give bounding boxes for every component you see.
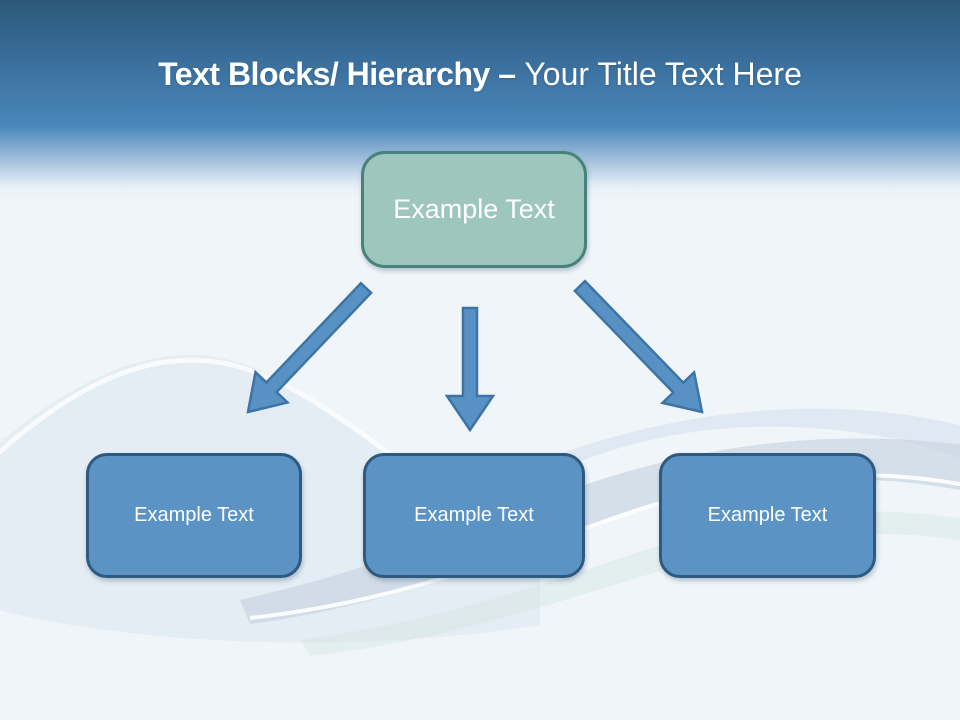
arrow-down-right-icon — [573, 279, 704, 414]
root-box-label: Example Text — [393, 194, 555, 224]
child-box-1: Example Text — [86, 453, 302, 578]
slide-title-regular: Your Title Text Here — [524, 56, 802, 92]
child-box-2-label: Example Text — [414, 504, 534, 526]
child-box-2: Example Text — [363, 453, 585, 578]
child-box-1-label: Example Text — [134, 504, 254, 526]
arrow-down-icon — [444, 306, 496, 433]
child-box-3: Example Text — [659, 453, 876, 578]
arrow-down-left-icon — [246, 281, 373, 414]
slide-title: Text Blocks/ Hierarchy – Your Title Text… — [0, 54, 960, 94]
child-box-3-label: Example Text — [707, 504, 828, 526]
root-box: Example Text — [361, 151, 587, 268]
slide-title-bold: Text Blocks/ Hierarchy – — [158, 56, 516, 92]
